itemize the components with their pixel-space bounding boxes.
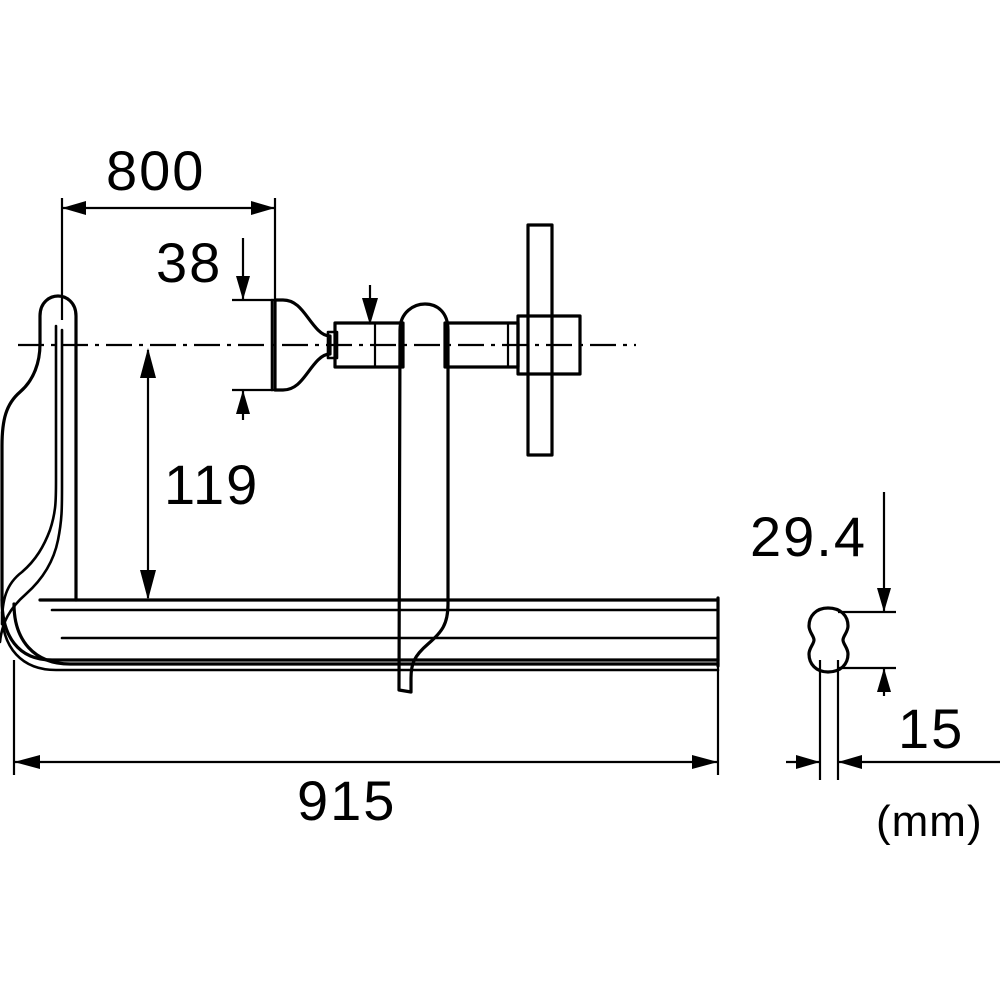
dim294-label: 29.4: [750, 505, 867, 568]
side-elevation-view: 800 38 119: [0, 139, 720, 832]
dimension-29-4: 29.4: [750, 492, 896, 696]
jaw-contour-3: [0, 328, 64, 644]
jaw-inner-corner-b: [0, 610, 720, 672]
rail-pointer-arrow: [362, 298, 378, 325]
dimension-38: 38: [156, 231, 275, 420]
rail-top-pointer: [362, 285, 378, 325]
dim800-arrow-right: [251, 201, 275, 215]
dimension-915: 915: [12, 660, 720, 832]
jaw-outer-contour: [0, 294, 78, 602]
collar-block-outline: [516, 314, 582, 376]
tee-handle-outline: [526, 223, 554, 457]
dim15-arrow-left: [796, 755, 820, 769]
dim915-label: 915: [297, 769, 396, 832]
rail-dogbone-profile: [807, 606, 850, 674]
tee-handle-bar: [526, 223, 554, 457]
fixed-hook-jaw: [0, 294, 720, 672]
dim38-arrow-bottom: [236, 390, 250, 414]
dim15-arrow-right: [838, 755, 862, 769]
dim38-arrow-top: [236, 276, 250, 300]
screw-collar-block: [516, 314, 582, 376]
dim119-arrow-bottom: [140, 570, 156, 600]
dim800-arrow-left: [62, 201, 86, 215]
dim915-arrow-left: [14, 755, 40, 769]
screw-shaft-left: [333, 321, 405, 369]
dim800-label: 800: [106, 139, 205, 202]
dim38-label: 38: [156, 231, 222, 294]
swivel-pad-outline: [273, 298, 332, 392]
dim915-arrow-right: [692, 755, 718, 769]
dim294-arrow-top: [877, 588, 891, 612]
units-label: (mm): [876, 797, 983, 846]
dimension-119: 119: [140, 348, 259, 600]
dim119-label: 119: [164, 453, 259, 516]
jaw-contour-2: [0, 324, 58, 626]
dim294-arrow-bottom: [877, 668, 891, 692]
dimension-15: 15: [786, 660, 1000, 780]
jaw-inner-corner-c: [12, 602, 720, 666]
sliding-jaw-outline: [397, 302, 450, 694]
swivel-pressure-pad: [270, 298, 339, 392]
rail-cross-section-view: 29.4 15 (mm): [750, 492, 1000, 846]
sliding-jaw-body: [397, 302, 450, 694]
dimension-800: 800: [60, 139, 277, 320]
dim15-label: 15: [898, 697, 964, 760]
swivel-joint-ring: [326, 330, 339, 360]
dim119-arrow-top: [140, 348, 156, 378]
